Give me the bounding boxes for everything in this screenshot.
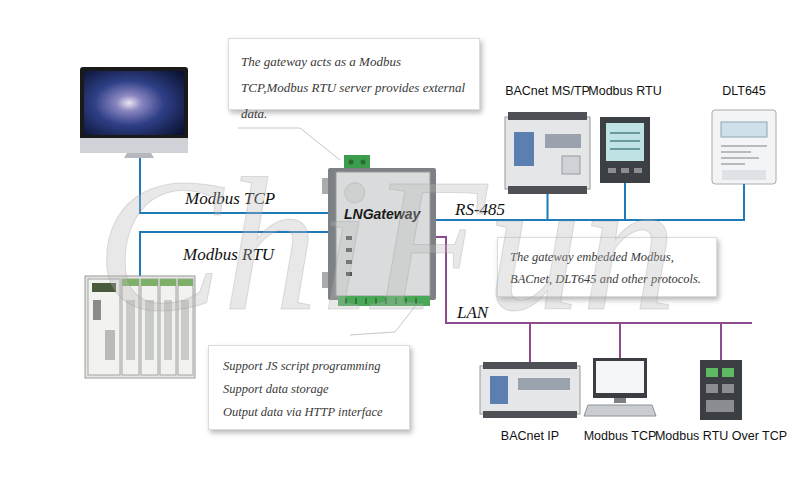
plc-terminal bbox=[164, 300, 172, 360]
monitor-chin bbox=[80, 138, 188, 153]
protocol-label: Modbus RTU bbox=[183, 245, 274, 265]
terminal-screw bbox=[349, 160, 354, 165]
controller-body bbox=[480, 366, 580, 414]
modbus-rtu-wire bbox=[140, 232, 330, 276]
plc-rack bbox=[85, 276, 195, 378]
plc-module bbox=[141, 279, 158, 375]
meter-button bbox=[634, 168, 642, 173]
field-device: Modbus RTU Over TCP bbox=[700, 360, 742, 420]
switch-port bbox=[722, 368, 734, 377]
plc-module bbox=[122, 279, 139, 375]
terminal-screw bbox=[361, 160, 366, 165]
bus-label: RS-485 bbox=[455, 200, 505, 220]
meter-print bbox=[721, 146, 767, 164]
device-label: Modbus RTU Over TCP bbox=[655, 429, 787, 444]
meter-case bbox=[712, 110, 776, 184]
switch-port bbox=[706, 368, 718, 377]
monitor-stand bbox=[124, 153, 154, 158]
plc-module-top bbox=[178, 279, 193, 286]
meter-screen bbox=[606, 123, 644, 161]
gateway-body bbox=[328, 168, 436, 300]
terminal-strip bbox=[508, 112, 587, 120]
status-led bbox=[346, 272, 352, 276]
io-terminal bbox=[338, 296, 430, 306]
plc-slot bbox=[105, 330, 115, 360]
pc-screen bbox=[596, 361, 644, 393]
field-device: Modbus RTU bbox=[600, 117, 650, 183]
plc-display bbox=[92, 283, 116, 292]
callout-text: The gateway embedded Modbus, BACnet, DLT… bbox=[510, 246, 704, 290]
controller-body bbox=[505, 117, 590, 189]
callout-text: The gateway acts as a Modbus TCP,Modbus … bbox=[241, 49, 467, 127]
protocol-label: Modbus TCP bbox=[185, 189, 275, 209]
callout-text: Support JS script programming bbox=[223, 355, 395, 378]
gateway-front bbox=[336, 172, 430, 296]
plc-module-top bbox=[160, 279, 176, 286]
controller-window bbox=[518, 378, 570, 390]
switch-port bbox=[722, 384, 734, 393]
field-device: BACnet IP bbox=[480, 362, 580, 418]
modbus-tcp-wire bbox=[140, 158, 330, 213]
pc-monitor bbox=[593, 358, 647, 398]
plc-module bbox=[178, 279, 193, 375]
status-led bbox=[346, 248, 352, 252]
terminal-slots bbox=[346, 298, 416, 304]
field-device: BACnet MS/TP bbox=[505, 112, 590, 194]
controller-window bbox=[545, 134, 581, 148]
meter-button bbox=[621, 168, 629, 173]
device-label: Modbus TCP bbox=[584, 429, 657, 444]
pc-keyboard bbox=[584, 405, 656, 416]
device-label: DLT645 bbox=[722, 84, 766, 99]
terminal-strip bbox=[483, 411, 577, 418]
device-label: BACnet IP bbox=[501, 429, 559, 444]
callout-box: The gateway acts as a Modbus TCP,Modbus … bbox=[228, 38, 480, 110]
plc-terminal bbox=[181, 300, 189, 360]
meter-cover bbox=[722, 170, 766, 180]
plc-slot bbox=[93, 300, 101, 320]
plc-module-top bbox=[141, 279, 158, 286]
monitor-bezel bbox=[80, 67, 188, 153]
field-device: Modbus TCP bbox=[585, 358, 655, 416]
power-terminal bbox=[344, 155, 370, 169]
controller-label bbox=[514, 132, 534, 166]
bus-wire bbox=[436, 183, 625, 220]
plc-terminal bbox=[126, 300, 135, 360]
terminal-strip bbox=[508, 186, 587, 194]
meter-frame bbox=[600, 117, 650, 183]
status-led bbox=[346, 260, 352, 264]
switch-port bbox=[706, 400, 734, 412]
plc-module bbox=[160, 279, 176, 375]
pc-stand bbox=[614, 398, 626, 403]
field-device: DLT645 bbox=[712, 110, 776, 184]
device-label: BACnet MS/TP bbox=[505, 84, 590, 99]
meter-button bbox=[608, 168, 616, 173]
controller-panel bbox=[562, 156, 580, 174]
bus-wire bbox=[436, 184, 744, 220]
callout-box: Support JS script programmingSupport dat… bbox=[208, 345, 410, 430]
callout-text: Support data storage bbox=[223, 378, 395, 401]
plc-module-top bbox=[122, 279, 139, 286]
bus-wire bbox=[436, 194, 548, 220]
switch-port bbox=[706, 384, 718, 393]
gateway-device: LNGateway bbox=[328, 168, 436, 300]
leader-line bbox=[238, 128, 340, 160]
meter-digits bbox=[610, 133, 640, 149]
status-led bbox=[346, 236, 352, 240]
terminal-strip bbox=[483, 362, 577, 369]
device-label: Modbus RTU bbox=[588, 84, 661, 99]
bus-wire bbox=[436, 237, 721, 360]
switch-body bbox=[700, 360, 742, 420]
lan-trunk bbox=[721, 322, 752, 324]
callout-box: The gateway embedded Modbus, BACnet, DLT… bbox=[497, 237, 717, 297]
controller-label bbox=[490, 376, 508, 404]
plc-terminal bbox=[145, 300, 154, 360]
bus-label: LAN bbox=[457, 303, 488, 323]
meter-lcd bbox=[721, 122, 767, 137]
monitor-screen bbox=[84, 71, 184, 135]
device-brand: LNGateway bbox=[344, 206, 420, 222]
callout-text: Output data via HTTP interface bbox=[223, 401, 395, 424]
plc-cpu bbox=[88, 279, 120, 375]
